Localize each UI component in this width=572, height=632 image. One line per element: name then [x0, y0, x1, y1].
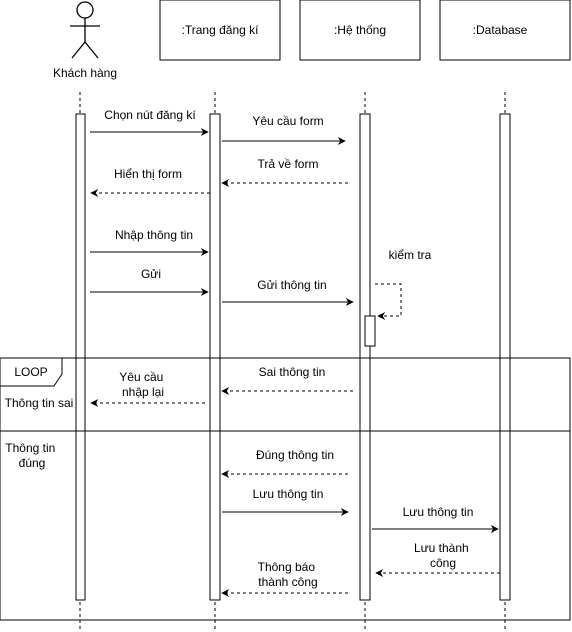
- message-m14: Lưu thành công: [375, 541, 500, 577]
- message-m4: Hiển thị form: [90, 167, 210, 197]
- message-m9: Sai thông tin: [221, 365, 353, 395]
- svg-text:kiểm tra: kiểm tra: [389, 248, 432, 262]
- svg-text:Lưu thành công: Lưu thành công: [414, 541, 472, 570]
- svg-text:Chọn nút đăng kí: Chọn nút đăng kí: [104, 108, 196, 122]
- svg-text:Lưu thông tin: Lưu thông tin: [253, 487, 324, 501]
- svg-text:Trả về form: Trả về form: [258, 157, 319, 171]
- message-m8-self-check: kiểm tra: [375, 248, 432, 320]
- svg-text:Nhập thông tin: Nhập thông tin: [115, 228, 193, 242]
- system-self-check-activation-bar: [364, 315, 376, 347]
- message-m11: Đúng thông tin: [221, 448, 348, 478]
- customer-actor-icon: [70, 1, 100, 59]
- register-page-header-label: :Trang đăng kí: [182, 23, 260, 37]
- message-m3: Trả về form: [221, 157, 348, 187]
- loop-guard-correct: Thông tin đúng: [5, 441, 58, 470]
- message-m7: Gửi thông tin: [222, 278, 354, 306]
- message-m1: Chọn nút đăng kí: [90, 108, 209, 136]
- svg-text:Yêu cầu nhập lại: Yêu cầu nhập lại: [119, 370, 166, 399]
- message-m12: Lưu thông tin: [222, 487, 349, 516]
- svg-text:Gửi: Gửi: [141, 267, 161, 281]
- svg-text:Đúng thông tin: Đúng thông tin: [256, 448, 334, 462]
- database-header-label: :Database: [473, 23, 528, 37]
- svg-text:Lưu thông tin: Lưu thông tin: [403, 505, 474, 519]
- svg-text:Hiển thị form: Hiển thị form: [114, 167, 182, 181]
- system-header-box: [299, 0, 421, 61]
- register-page-activation-bar: [209, 113, 221, 601]
- message-m5: Nhập thông tin: [90, 228, 209, 256]
- svg-text:Thông báo thành công: Thông báo thành công: [258, 560, 319, 589]
- message-m13: Lưu thông tin: [372, 505, 499, 533]
- system-header-label: :Hệ thống: [334, 23, 386, 37]
- database-header-box: [439, 0, 571, 61]
- message-m6: Gửi: [90, 267, 209, 296]
- loop-tag-box: [0, 357, 63, 387]
- customer-label: Khách hàng: [53, 66, 117, 80]
- customer-activation-bar: [75, 113, 86, 601]
- svg-text:Yêu cầu form: Yêu cầu form: [252, 114, 323, 128]
- register-page-header-box: [159, 0, 281, 61]
- svg-text:Gửi thông tin: Gửi thông tin: [257, 278, 326, 292]
- loop-guard-correct-line-2: đúng: [19, 456, 46, 470]
- loop-guard-wrong: Thông tin sai: [5, 396, 74, 410]
- svg-text:Sai thông tin: Sai thông tin: [259, 365, 326, 379]
- database-activation-bar: [499, 113, 511, 601]
- loop-tag-label: LOOP: [14, 365, 47, 379]
- loop-guard-correct-line-1: Thông tin: [5, 441, 55, 455]
- system-activation-bar: [359, 113, 371, 601]
- message-m15: Thông báo thành công: [221, 560, 348, 597]
- message-m10: Yêu cầu nhập lại: [90, 370, 205, 407]
- loop-guard-wrong-line-1: Thông tin sai: [5, 396, 74, 410]
- loop-fragment: LOOP Thông tin sai Thông tin đúng: [0, 357, 571, 621]
- message-m2: Yêu cầu form: [222, 114, 346, 145]
